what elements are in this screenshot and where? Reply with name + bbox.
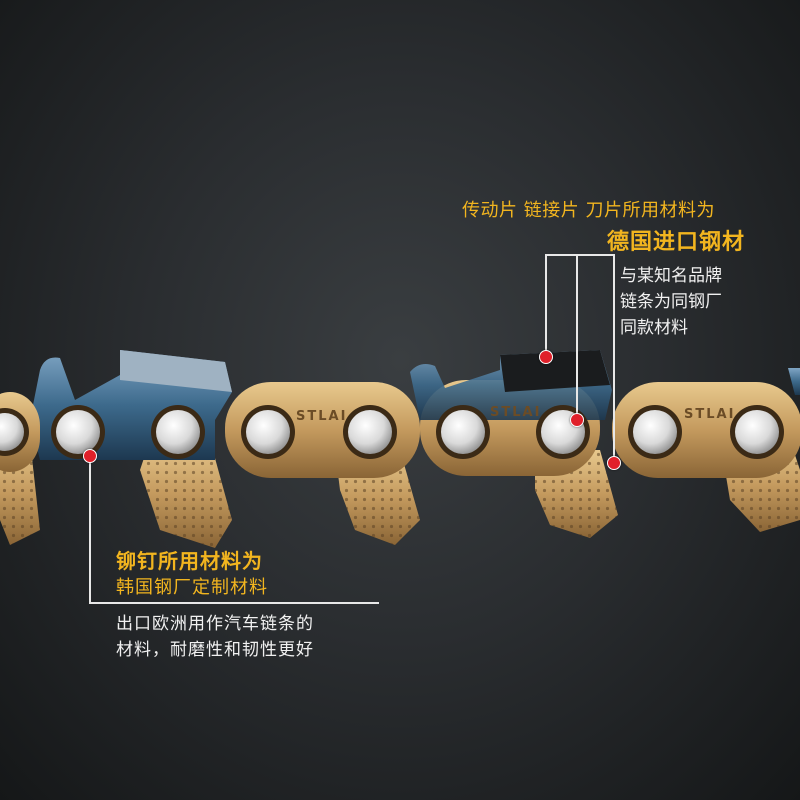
cutter-link-right [410, 350, 800, 420]
stamp-text: STLAI [296, 409, 347, 424]
stamp-text: STLAI [684, 407, 735, 422]
callout-line [545, 254, 615, 256]
brand-compare-line: 与某知名品牌 [620, 266, 722, 286]
brand-compare-line: 链条为同钢厂 [620, 292, 722, 312]
rivet-desc-line: 材料，耐磨性和韧性更好 [116, 640, 314, 660]
marker-dot [607, 456, 621, 470]
rivet-material-caption: 铆钉所用材料为 [116, 549, 263, 573]
brand-compare-line: 同款材料 [620, 318, 688, 338]
marker-dot [539, 350, 553, 364]
rivets [0, 405, 784, 459]
callout-line [545, 255, 547, 355]
plates-material-highlight: 德国进口钢材 [607, 230, 746, 255]
marker-dot [83, 449, 97, 463]
callout-line [89, 602, 379, 604]
rivet-desc-line: 出口欧洲用作汽车链条的 [116, 614, 314, 634]
stamp-text: STLAI [490, 405, 541, 420]
callout-line [89, 455, 91, 603]
callout-line [613, 255, 615, 460]
link-stamps: STLAI STLAI STLAI [296, 405, 735, 424]
callout-line [576, 255, 578, 420]
plates-material-caption: 传动片 链接片 刀片所用材料为 [462, 200, 715, 221]
rivet-material-highlight: 韩国钢厂定制材料 [116, 577, 268, 598]
marker-dot [570, 413, 584, 427]
